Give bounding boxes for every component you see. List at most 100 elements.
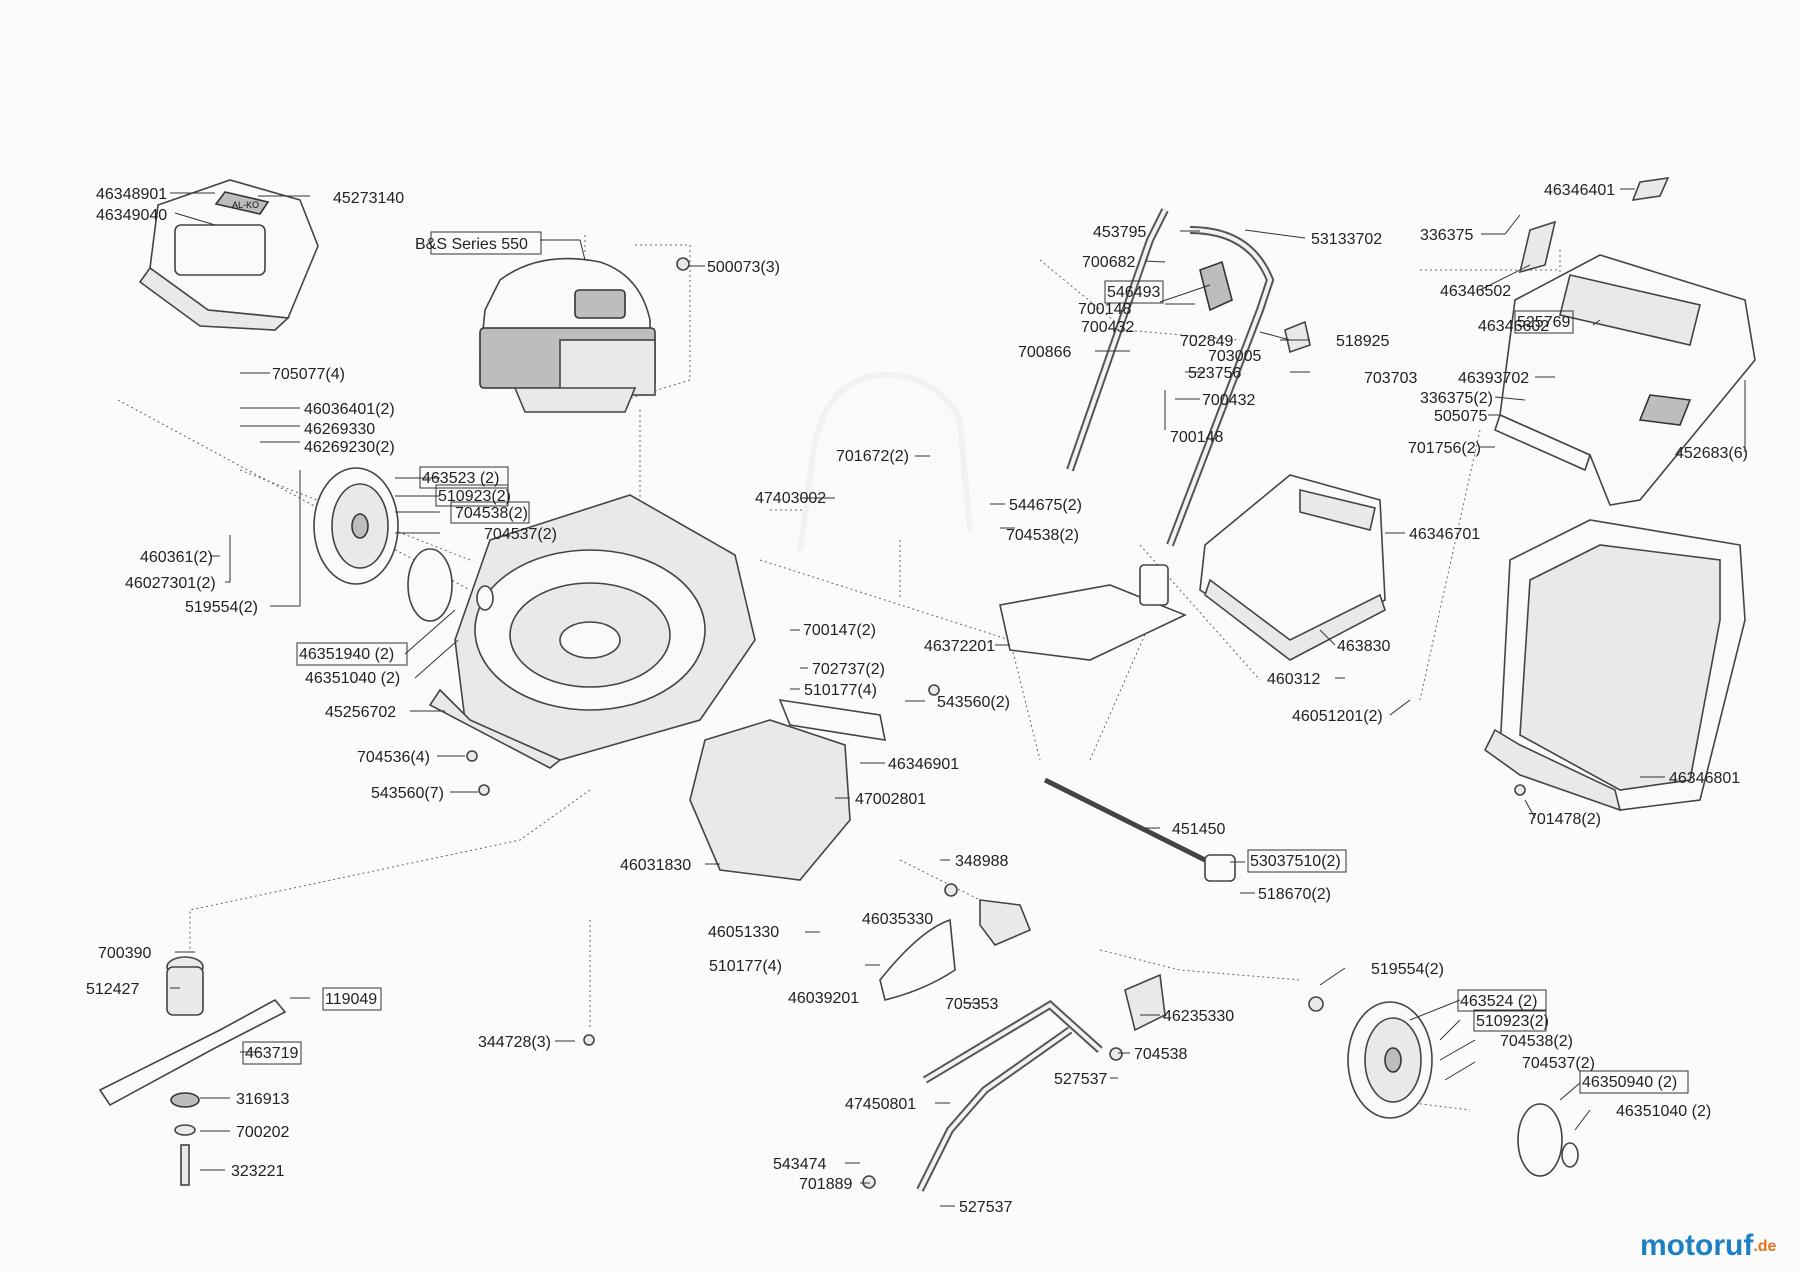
engine-cover-part: AL-KO: [138, 179, 319, 331]
lower-handle-bars-part: [1066, 208, 1311, 547]
leader-lines: [170, 188, 1746, 1207]
label-451450: 451450: [1172, 821, 1225, 838]
label-704538: 704538(2): [455, 505, 528, 522]
label-460312: 460312: [1267, 671, 1320, 688]
label-525769: 525769: [1517, 314, 1570, 331]
label-336375-2: 336375(2): [1420, 390, 1493, 407]
label-336375: 336375: [1420, 227, 1473, 244]
label-46035330: 46035330: [862, 911, 933, 928]
label-505075: 505075: [1434, 408, 1487, 425]
label-47450801: 47450801: [845, 1096, 916, 1113]
label-46031830: 46031830: [620, 857, 691, 874]
fasteners: [466, 257, 1526, 1189]
label-702737: 702737(2): [812, 661, 885, 678]
label-46269230: 46269230(2): [304, 439, 395, 456]
label-460361: 460361(2): [140, 549, 213, 566]
label-519554-right: 519554(2): [1371, 961, 1444, 978]
label-46346401: 46346401: [1544, 182, 1615, 199]
label-boxes: [242, 231, 1689, 1094]
label-46036401: 46036401(2): [304, 401, 395, 418]
front-wheel-left-part: [313, 467, 494, 622]
label-463719: 463719: [245, 1045, 298, 1062]
label-527537-mid: 527537: [1054, 1071, 1107, 1088]
label-46372201: 46372201: [924, 638, 995, 655]
label-704538-handle: 704538(2): [1006, 527, 1079, 544]
label-46346801: 46346801: [1669, 770, 1740, 787]
catcher-top-part: [1494, 254, 1756, 506]
label-704537-right: 704537(2): [1522, 1055, 1595, 1072]
label-46269330: 46269330: [304, 421, 375, 438]
catcher-small-parts: [1518, 177, 1670, 274]
label-700866: 700866: [1018, 344, 1071, 361]
label-703703: 703703: [1364, 370, 1417, 387]
label-703005: 703005: [1208, 348, 1261, 365]
label-47002801: 47002801: [855, 791, 926, 808]
label-701756: 701756(2): [1408, 440, 1481, 457]
logo-text: motoruf.de: [1640, 1229, 1777, 1262]
engine-part: [479, 257, 656, 413]
label-323221: 323221: [231, 1163, 284, 1180]
label-46235330: 46235330: [1163, 1008, 1234, 1025]
label-46051201: 46051201(2): [1292, 708, 1383, 725]
label-518670: 518670(2): [1258, 886, 1331, 903]
label-119049: 119049: [325, 991, 377, 1008]
label-46351040-right: 46351040 (2): [1616, 1103, 1711, 1120]
label-702849: 702849: [1180, 333, 1233, 350]
label-46346701: 46346701: [1409, 526, 1480, 543]
label-700148-bottom: 700148: [1170, 429, 1223, 446]
grass-cover-part: [1199, 474, 1386, 661]
label-46348901: 46348901: [96, 186, 167, 203]
label-46051330: 46051330: [708, 924, 779, 941]
label-46351940: 46351940 (2): [299, 646, 394, 663]
label-463524: 463524 (2): [1460, 993, 1537, 1010]
label-53037510: 53037510(2): [1250, 853, 1341, 870]
rear-axle-part: [1043, 777, 1236, 882]
label-463830: 463830: [1337, 638, 1390, 655]
label-700682: 700682: [1082, 254, 1135, 271]
label-47403002: 47403002: [755, 490, 826, 507]
label-500073: 500073(3): [707, 259, 780, 276]
label-700390: 700390: [98, 945, 151, 962]
label-452683: 452683(6): [1675, 445, 1748, 462]
label-46346502: 46346502: [1440, 283, 1511, 300]
label-704538-adjust: 704538: [1134, 1046, 1187, 1063]
label-45256702: 45256702: [325, 704, 396, 721]
label-46027301: 46027301(2): [125, 575, 216, 592]
label-46393702: 46393702: [1458, 370, 1529, 387]
blade-part: [98, 956, 287, 1186]
label-348988: 348988: [955, 853, 1008, 870]
label-700432-bottom: 700432: [1202, 392, 1255, 409]
label-512427: 512427: [86, 981, 139, 998]
label-510177-top: 510177(4): [804, 682, 877, 699]
label-546493: 546493: [1107, 284, 1160, 301]
label-518925: 518925: [1336, 333, 1389, 350]
mower-deck-part: [428, 494, 756, 769]
label-527537-bottom: 527537: [959, 1199, 1012, 1216]
label-523756: 523756: [1188, 365, 1241, 382]
label-700432-top: 700432: [1081, 319, 1134, 336]
label-705353: 705353: [945, 996, 998, 1013]
label-700147: 700147(2): [803, 622, 876, 639]
label-510923: 510923(2): [438, 488, 511, 505]
label-45273140: 45273140: [333, 190, 404, 207]
label-453795: 453795: [1093, 224, 1146, 241]
label-705077: 705077(4): [272, 366, 345, 383]
height-adjust-part: [879, 899, 1166, 1192]
label-46346602: 46346602: [1478, 318, 1549, 335]
label-543474: 543474: [773, 1156, 826, 1173]
label-46039201: 46039201: [788, 990, 859, 1007]
label-46346901: 46346901: [888, 756, 959, 773]
rear-flap-part: [689, 699, 887, 881]
cover-logo-text: AL-KO: [232, 200, 259, 210]
label-344728: 344728(3): [478, 1034, 551, 1051]
label-701889: 701889: [799, 1176, 852, 1193]
label-46350940: 46350940 (2): [1582, 1074, 1677, 1091]
label-510923-right: 510923(2): [1476, 1013, 1549, 1030]
grass-bag-part: [1483, 519, 1746, 812]
label-700148-top: 700148: [1078, 301, 1131, 318]
upper-handle-part: [797, 371, 973, 551]
label-463523: 463523 (2): [422, 470, 499, 487]
rear-wheel-right-part: [1347, 1001, 1579, 1177]
label-543560-2: 543560(2): [937, 694, 1010, 711]
